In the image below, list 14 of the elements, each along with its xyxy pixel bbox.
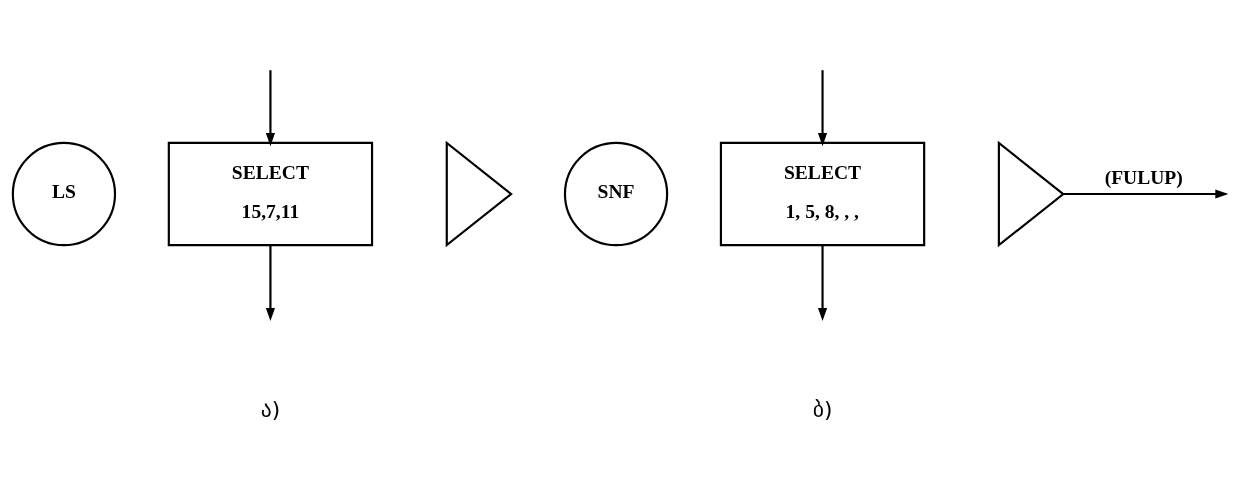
label: ბ) (812, 396, 833, 422)
arrow (817, 245, 828, 322)
arrow (1063, 189, 1229, 199)
node-circle: SNF (563, 141, 669, 247)
node-circle: LS (11, 141, 117, 247)
arrow (265, 70, 275, 147)
node-box: SELECT 1, 5, 8, , , (719, 141, 926, 247)
edge-label: (FULUP) (1104, 166, 1183, 188)
node-triangle (997, 140, 1065, 248)
node-box: SELECT 15,7,11 (167, 141, 374, 247)
arrow (817, 70, 828, 147)
node-triangle (445, 140, 513, 248)
arrow (265, 245, 275, 322)
label: ა) (260, 396, 281, 422)
